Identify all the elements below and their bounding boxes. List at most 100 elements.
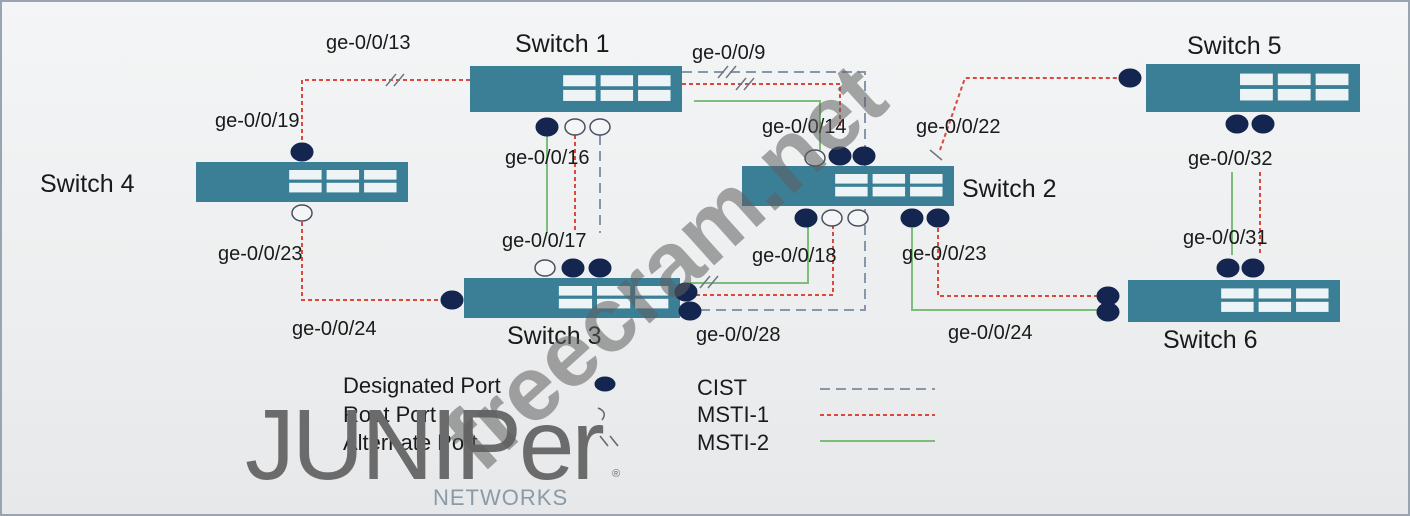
switch-port-block [558, 298, 593, 309]
port-label: ge-0/0/9 [692, 42, 766, 64]
alt-mark [707, 275, 719, 289]
designated-port-marker [1096, 286, 1120, 306]
switch-port-block [1258, 301, 1292, 312]
switch-port-block [364, 170, 397, 180]
alt-mark [393, 73, 405, 87]
port-label: ge-0/0/14 [762, 116, 847, 138]
switch-port-block [326, 170, 360, 180]
switch-port-block [1221, 288, 1254, 299]
switch-port-block [600, 89, 634, 101]
switch-body [464, 278, 680, 318]
root-port-marker [589, 118, 611, 136]
switch-port-block [558, 286, 593, 296]
switch-5-device [1146, 64, 1360, 112]
designated-port-marker [926, 208, 950, 228]
legend-msti2-label: MSTI-2 [697, 430, 770, 455]
link-sw1-sw2-msti2 [694, 100, 821, 150]
root-port-marker [564, 118, 586, 136]
link-sw1-sw2-msti1 [682, 83, 841, 130]
legend-designated-icon [594, 376, 616, 392]
switch-port-block [364, 182, 397, 193]
root-port-marker [804, 149, 826, 167]
legend-designated-label: Designated Port [343, 373, 501, 398]
port-label: ge-0/0/23 [902, 243, 987, 265]
alt-mark [743, 77, 755, 91]
switch-port-block [1296, 288, 1329, 299]
switch-3-device [464, 278, 680, 318]
link-sw2-sw5 [939, 77, 1130, 151]
port-label: ge-0/0/16 [505, 147, 590, 169]
switch-port-block [1315, 88, 1349, 101]
port-label: ge-0/0/22 [916, 116, 1001, 138]
switch-port-block [910, 186, 943, 197]
designated-port-marker [1225, 114, 1249, 134]
alt-mark [717, 65, 729, 79]
port-label: ge-0/0/28 [696, 324, 781, 346]
legend-msti1-label: MSTI-1 [697, 402, 770, 427]
switch-body [1146, 64, 1360, 112]
switch-body [742, 166, 954, 206]
legend-alternate-icon [599, 435, 609, 447]
alt-mark [385, 73, 397, 87]
switch-2-label: Switch 2 [962, 175, 1057, 203]
switch-port-block [1296, 301, 1329, 312]
designated-port-marker [674, 282, 698, 302]
switch-body [470, 66, 682, 112]
port-label: ge-0/0/24 [292, 318, 377, 340]
switch-port-block [910, 174, 943, 184]
switch-3-label: Switch 3 [507, 322, 602, 350]
designated-port-marker [1251, 114, 1275, 134]
designated-port-marker [561, 258, 585, 278]
switch-port-block [872, 186, 906, 197]
switch-port-block [638, 89, 671, 101]
switch-port-block [635, 298, 669, 309]
link-sw2-sw6-msti1 [937, 228, 1100, 297]
port-label: ge-0/0/23 [218, 243, 303, 265]
switch-6-label: Switch 6 [1163, 326, 1258, 354]
alt-mark [929, 149, 943, 161]
legend-alternate-label: Alternate Port [343, 430, 478, 455]
switch-port-block [835, 186, 868, 197]
port-label: ge-0/0/13 [326, 32, 411, 54]
legend-root-label: Root Port [343, 402, 436, 427]
switch-port-block [872, 174, 906, 184]
link-sw2-sw3-msti1 [690, 225, 834, 296]
switch-port-block [835, 174, 868, 184]
designated-port-marker [828, 146, 852, 166]
switch-port-block [638, 75, 671, 87]
port-label: ge-0/0/32 [1188, 148, 1273, 170]
designated-port-marker [852, 146, 876, 166]
switch-port-block [597, 286, 631, 296]
switch-5-label: Switch 5 [1187, 32, 1282, 60]
designated-port-marker [440, 290, 464, 310]
designated-port-marker [678, 301, 702, 321]
link-sw2-sw6-msti2 [911, 228, 1100, 311]
switch-port-block [563, 89, 596, 101]
switch-port-block [635, 286, 669, 296]
switch-port-block [1258, 288, 1292, 299]
designated-port-marker [290, 142, 314, 162]
networks-wordmark: NETWORKS [433, 485, 569, 510]
switch-port-block [1221, 301, 1254, 312]
link-sw2-sw3-msti2 [690, 225, 809, 284]
switch-port-block [1240, 73, 1273, 86]
alternate-marks [385, 65, 943, 289]
designated-port-marker [1118, 68, 1142, 88]
switch-1-label: Switch 1 [515, 30, 610, 58]
alt-mark [735, 77, 747, 91]
legend [594, 376, 935, 447]
port-label: ge-0/0/19 [215, 110, 300, 132]
legend-cist-label: CIST [697, 375, 748, 400]
port-label: ge-0/0/17 [502, 230, 587, 252]
switch-4-device [196, 162, 408, 202]
designated-port-marker [900, 208, 924, 228]
juniper-logo: JUNIPer [245, 389, 605, 501]
switch-port-block [289, 170, 322, 180]
switch-port-block [289, 182, 322, 193]
switch-port-block [1277, 88, 1311, 101]
switch-port-block [600, 75, 634, 87]
registered-mark: ® [612, 468, 621, 480]
